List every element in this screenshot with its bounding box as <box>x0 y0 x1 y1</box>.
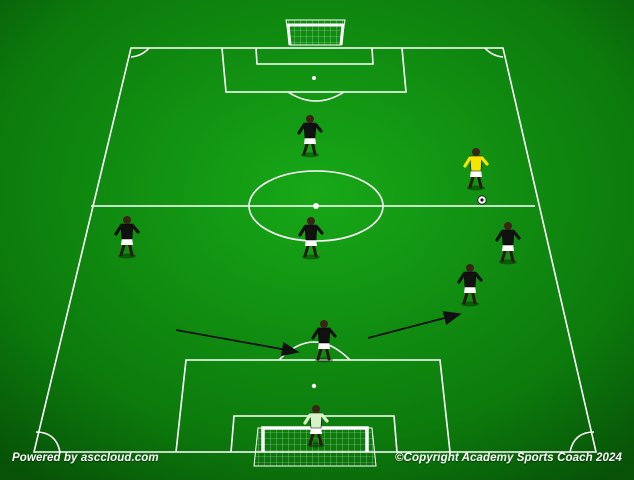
touchline <box>32 47 598 453</box>
player-right-upper <box>495 222 521 265</box>
player-centre <box>298 217 324 260</box>
arrow-left-run <box>175 329 300 357</box>
footer-credit-left: Powered by asccloud.com <box>12 452 159 464</box>
footer-credit-right: ©Copyright Academy Sports Coach 2024 <box>394 452 622 464</box>
player-right-lower <box>457 264 483 307</box>
player-bottom-centre <box>311 320 337 363</box>
movement-arrows <box>175 311 462 357</box>
corner-arc-tl <box>130 47 150 58</box>
top-six-yard-box <box>255 47 374 65</box>
pitch-spots <box>311 76 319 389</box>
centre-spot <box>313 203 319 209</box>
corner-arc-tr <box>484 47 504 58</box>
corner-arc-br <box>569 431 595 453</box>
player-top-centre <box>297 115 323 158</box>
top-penalty-spot <box>312 76 316 80</box>
top-goal <box>285 19 346 46</box>
player-right-yellow <box>463 148 489 191</box>
goalkeeper <box>303 405 329 448</box>
player-left-wing <box>114 216 140 259</box>
ball <box>477 195 487 205</box>
arrow-right-run <box>367 311 462 339</box>
top-penalty-arc <box>287 91 345 102</box>
bottom-penalty-spot <box>311 383 317 389</box>
top-penalty-box <box>221 47 407 93</box>
bottom-penalty-box <box>175 359 451 453</box>
players <box>114 115 521 448</box>
corner-arc-bl <box>35 431 61 453</box>
